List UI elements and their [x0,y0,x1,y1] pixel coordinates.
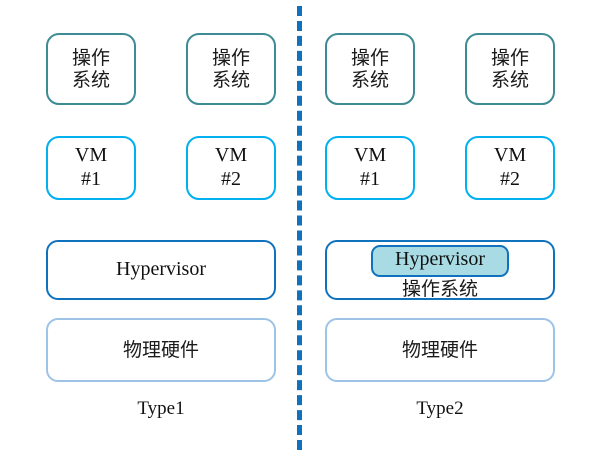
type1-vm-box-1: VM #1 [46,136,136,200]
type2-host-os-box: Hypervisor 操作系统 [325,240,555,300]
type1-hypervisor-box: Hypervisor [46,240,276,300]
hardware-label: 物理硬件 [122,338,199,361]
vertical-dashed-divider [297,6,302,450]
vm-label-line2: #1 [81,168,101,190]
hardware-label: 物理硬件 [401,338,478,361]
os-label-line1: 操作 [211,46,250,69]
type2-vm-box-2: VM #2 [465,136,555,200]
vm-label-line2: #2 [221,168,241,190]
os-label-line2: 系统 [350,69,389,91]
type2-guest-os-box-2: 操作 系统 [465,33,555,105]
type1-caption: Type1 [137,398,185,419]
vm-label-line1: VM [493,144,527,167]
vm-label-line1: VM [353,144,387,167]
vm-label-line1: VM [214,144,248,167]
type1-physical-hardware-box: 物理硬件 [46,318,276,382]
vm-label-line1: VM [74,144,108,167]
vm-label-line2: #1 [360,168,380,190]
type2-host-os-label: 操作系统 [401,277,478,300]
type1-guest-os-box-2: 操作 系统 [186,33,276,105]
type2-hypervisor-badge: Hypervisor [371,245,509,277]
os-label-line1: 操作 [490,46,529,69]
hypervisor-label: Hypervisor [116,258,206,281]
type1-guest-os-box-1: 操作 系统 [46,33,136,105]
type1-vm-box-2: VM #2 [186,136,276,200]
os-label-line2: 系统 [71,69,110,91]
os-label-line2: 系统 [490,69,529,91]
os-label-line1: 操作 [71,46,110,69]
type2-vm-box-1: VM #1 [325,136,415,200]
type2-physical-hardware-box: 物理硬件 [325,318,555,382]
vm-label-line2: #2 [500,168,520,190]
type2-guest-os-box-1: 操作 系统 [325,33,415,105]
os-label-line1: 操作 [350,46,389,69]
os-label-line2: 系统 [211,69,250,91]
type2-caption: Type2 [416,398,464,419]
